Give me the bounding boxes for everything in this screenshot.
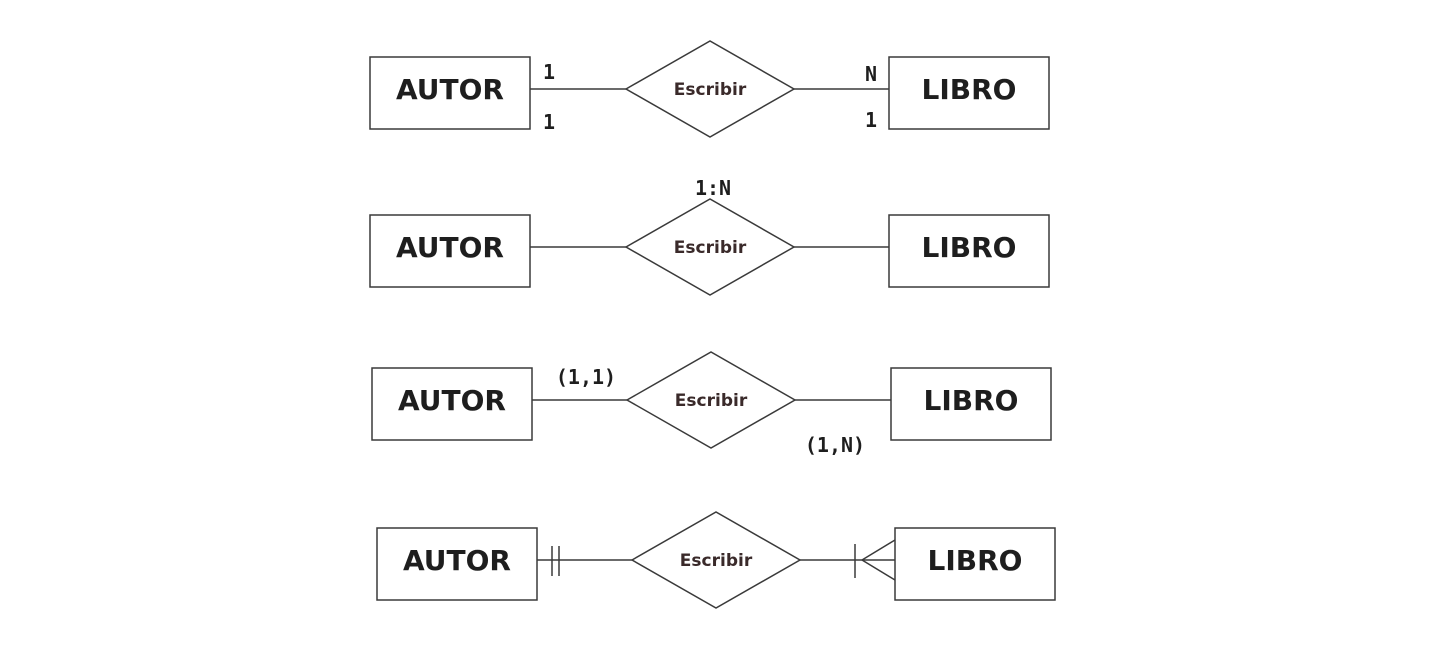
cardinality-left-bottom: 1 bbox=[543, 110, 555, 134]
relationship-escribir-label: Escribir bbox=[675, 391, 748, 411]
er-diagram-2: AUTOR Escribir LIBRO 1:N bbox=[369, 176, 1050, 296]
crows-foot-exactly-one-icon bbox=[551, 546, 560, 576]
entity-libro-box[interactable] bbox=[888, 214, 1050, 288]
er-diagram-1: AUTOR Escribir LIBRO 1 1 N 1 bbox=[369, 40, 1050, 138]
cardinality-right-top: N bbox=[865, 62, 877, 86]
cardinality-left-top: 1 bbox=[543, 60, 555, 84]
entity-libro-label: LIBRO bbox=[922, 231, 1017, 264]
entity-autor-label: AUTOR bbox=[403, 544, 511, 577]
relationship-escribir-label: Escribir bbox=[674, 238, 747, 258]
entity-autor-label: AUTOR bbox=[396, 231, 504, 264]
cardinality-left-minmax: (1,1) bbox=[556, 365, 616, 389]
er-diagram-3: AUTOR Escribir LIBRO (1,1) (1,N) bbox=[371, 351, 1052, 457]
entity-libro-box[interactable] bbox=[894, 527, 1056, 601]
entity-autor-box[interactable] bbox=[376, 527, 538, 601]
er-diagram-4: AUTOR Escribir LIBRO bbox=[376, 511, 1056, 609]
entity-libro-label: LIBRO bbox=[924, 384, 1019, 417]
entity-libro-box[interactable] bbox=[890, 367, 1052, 441]
crows-foot-one-or-many-icon bbox=[854, 539, 896, 581]
entity-autor-box[interactable] bbox=[371, 367, 533, 441]
relationship-escribir-label: Escribir bbox=[680, 551, 753, 571]
relationship-escribir-label: Escribir bbox=[674, 80, 747, 100]
entity-autor-box[interactable] bbox=[369, 214, 531, 288]
entity-autor-box[interactable] bbox=[369, 56, 531, 130]
cardinality-ratio: 1:N bbox=[695, 176, 731, 200]
entity-libro-box[interactable] bbox=[888, 56, 1050, 130]
entity-autor-label: AUTOR bbox=[396, 73, 504, 106]
cardinality-right-bottom: 1 bbox=[865, 108, 877, 132]
cardinality-right-minmax: (1,N) bbox=[805, 433, 865, 457]
entity-libro-label: LIBRO bbox=[928, 544, 1023, 577]
entity-libro-label: LIBRO bbox=[922, 73, 1017, 106]
entity-autor-label: AUTOR bbox=[398, 384, 506, 417]
